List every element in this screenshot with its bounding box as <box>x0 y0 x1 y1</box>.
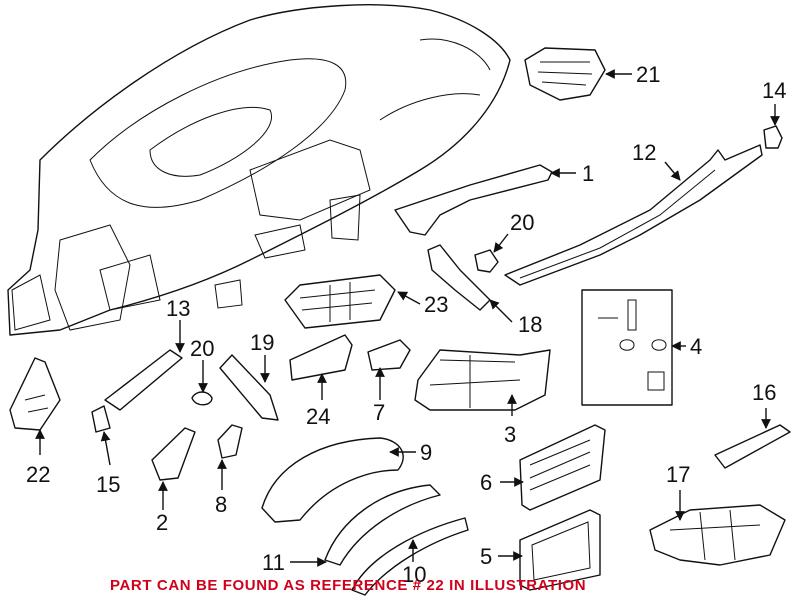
part-24-vent-bezel <box>289 334 353 381</box>
callout-23: 23 <box>424 292 448 317</box>
callout-8: 8 <box>215 492 227 517</box>
callout-17: 17 <box>666 462 690 487</box>
callout-16: 16 <box>752 380 776 405</box>
callout-14: 14 <box>762 78 786 103</box>
part-6-glove-door <box>519 424 606 511</box>
part-5-panel-frame <box>519 509 601 591</box>
callout-5: 5 <box>480 544 492 569</box>
callout-1: 1 <box>582 161 594 186</box>
callout-labels: 21 14 1 12 20 18 23 4 13 20 19 24 7 3 16… <box>26 62 786 587</box>
part-20-upper-bracket <box>474 249 499 273</box>
part-14-clip <box>763 125 783 149</box>
part-17-bracket-assembly <box>649 504 786 566</box>
callout-2: 2 <box>156 510 168 535</box>
callout-12: 12 <box>632 140 656 165</box>
callout-6: 6 <box>480 470 492 495</box>
leader-23 <box>397 291 421 305</box>
callout-11: 11 <box>262 550 285 575</box>
part-4-hardware-set <box>581 289 673 406</box>
callout-24: 24 <box>306 404 330 429</box>
part-20-lower-clip <box>191 391 213 406</box>
part-2-cover <box>151 427 196 481</box>
part-11-cluster-trim <box>324 484 441 566</box>
part-21-vent <box>524 47 606 101</box>
callout-20b: 20 <box>190 336 214 361</box>
part-16-trim-strip <box>714 424 791 469</box>
callout-13: 13 <box>166 296 190 321</box>
part-9-cluster-housing <box>261 437 404 523</box>
callout-18: 18 <box>518 312 542 337</box>
leader-15 <box>100 431 111 466</box>
part-8-clip <box>217 424 243 459</box>
leader-12 <box>664 161 681 181</box>
callout-21: 21 <box>636 62 660 87</box>
callout-20a: 20 <box>510 210 534 235</box>
callout-4: 4 <box>690 334 702 359</box>
part-15-clip <box>91 405 111 433</box>
part-12-trim-panel <box>504 144 763 286</box>
callout-15: 15 <box>96 472 120 497</box>
part-7-switch-bezel <box>367 339 411 371</box>
callout-7: 7 <box>373 400 385 425</box>
part-18-bracket <box>427 244 491 311</box>
part-10-lower-trim <box>351 517 469 596</box>
leader-18 <box>489 299 513 323</box>
callout-22: 22 <box>26 462 50 487</box>
part-23-center-vent <box>284 274 396 329</box>
callout-10: 10 <box>402 562 426 587</box>
dashboard-assembly <box>7 4 511 336</box>
callout-3: 3 <box>504 422 516 447</box>
part-3-center-module <box>414 349 551 411</box>
callout-19: 19 <box>250 330 274 355</box>
leader-20a <box>493 233 509 253</box>
leader-lines <box>35 69 780 567</box>
reference-footnote: PART CAN BE FOUND AS REFERENCE # 22 IN I… <box>110 577 586 594</box>
part-19-trim <box>219 354 279 421</box>
callout-9: 9 <box>420 440 432 465</box>
part-22-trim-panel <box>9 357 61 431</box>
part-1-trim <box>394 164 553 236</box>
part-13-bracket <box>104 349 183 411</box>
